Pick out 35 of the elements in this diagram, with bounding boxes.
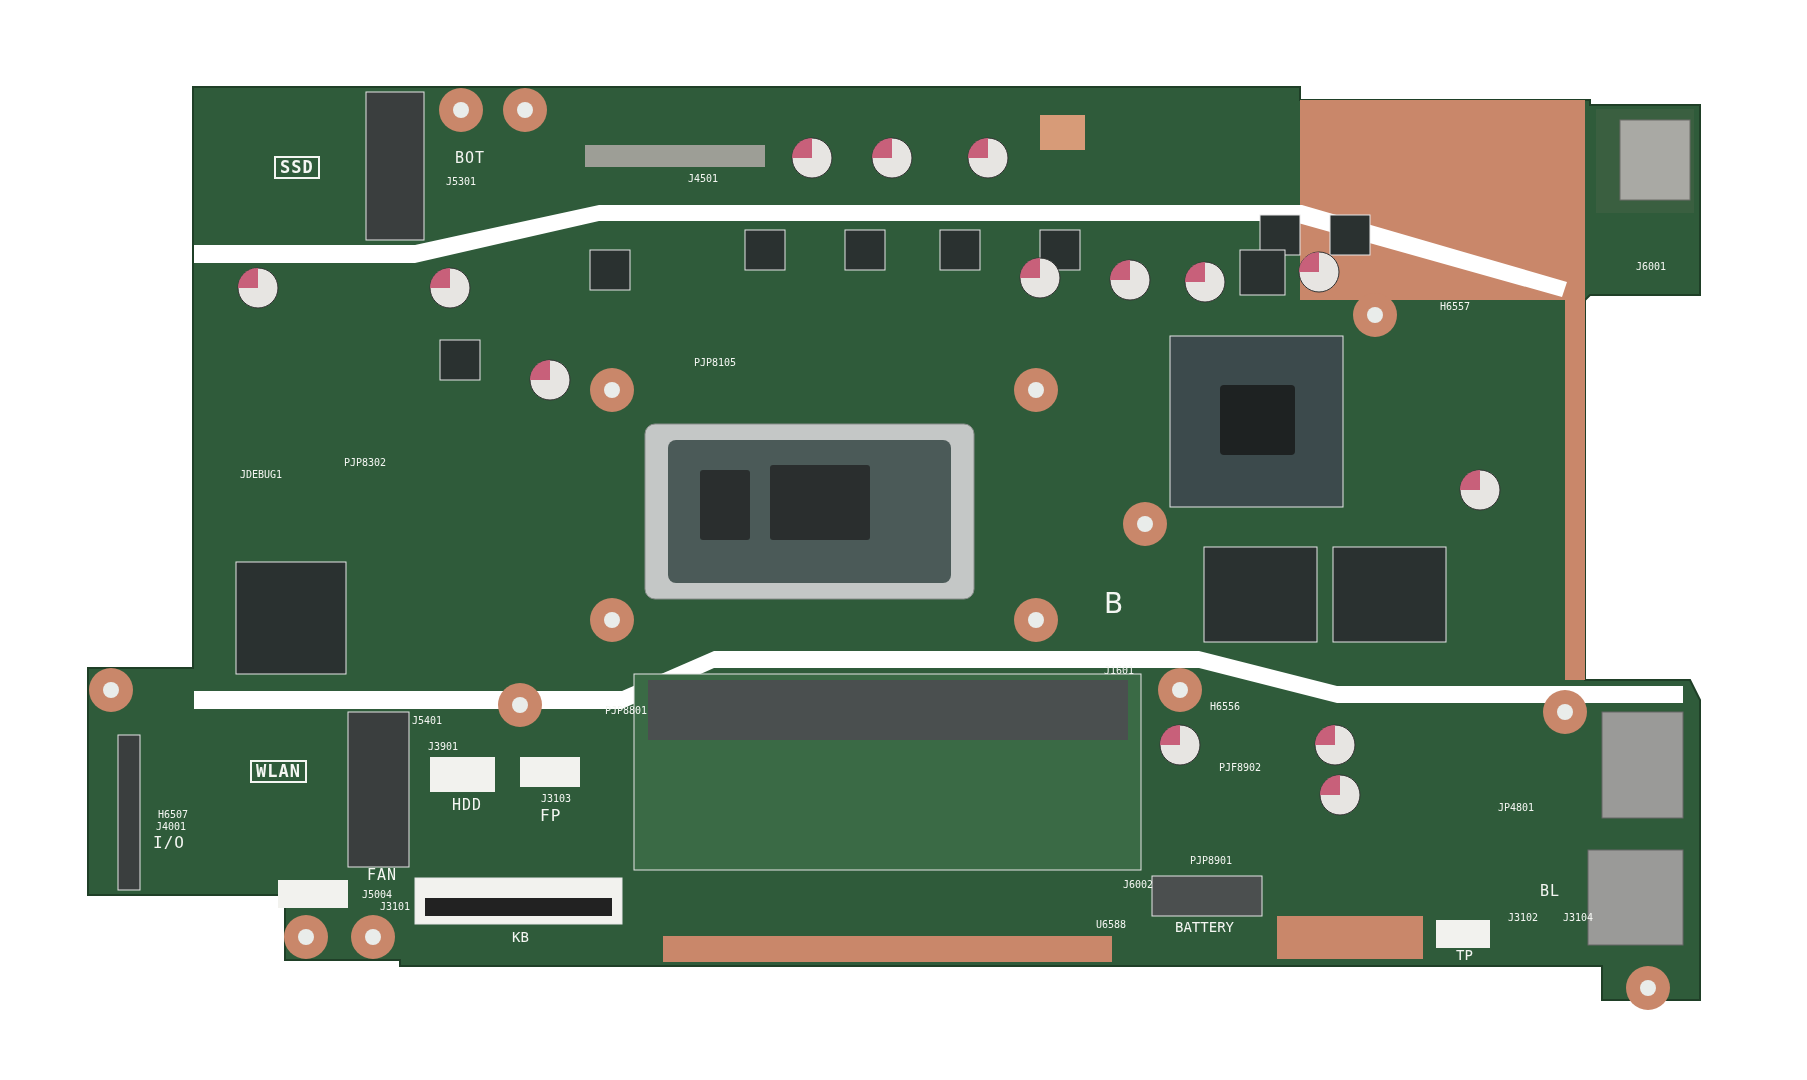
silkscreen-label: J3901 xyxy=(428,742,459,752)
silkscreen-label: BL xyxy=(1540,884,1561,899)
silkscreen-label: H6557 xyxy=(1440,302,1471,312)
silkscreen-label: J4001 xyxy=(156,822,187,832)
silkscreen-label: H6556 xyxy=(1210,702,1241,712)
silkscreen-label: PJP8302 xyxy=(344,458,387,468)
silkscreen-label: FAN xyxy=(367,868,398,883)
silkscreen-label: B xyxy=(1104,590,1125,618)
silkscreen-label: BOT xyxy=(455,151,486,166)
silkscreen-label: H6507 xyxy=(158,810,189,820)
silkscreen-label: I/O xyxy=(153,835,185,851)
silkscreen-label: JP4801 xyxy=(1498,803,1535,813)
silkscreen-label: PJP8105 xyxy=(694,358,737,368)
silkscreen-label: J3103 xyxy=(541,794,572,804)
silkscreen-label: J3104 xyxy=(1563,913,1594,923)
silkscreen-label: U6588 xyxy=(1096,920,1127,930)
silkscreen-label: PJP8901 xyxy=(1190,856,1233,866)
silkscreen-label: BATTERY xyxy=(1175,920,1234,934)
silkscreen-label: HDD xyxy=(452,798,483,813)
silkscreen-label: TP xyxy=(1456,948,1473,962)
silkscreen-label: PJF8902 xyxy=(1219,763,1262,773)
silkscreen-label: J6001 xyxy=(1636,262,1667,272)
silkscreen-label: KB xyxy=(512,930,529,944)
silkscreen-label: JDEBUG1 xyxy=(240,470,283,480)
silkscreen-label: J1601 xyxy=(1104,666,1135,676)
silkscreen-label: J3101 xyxy=(380,902,411,912)
silkscreen-label: SSD xyxy=(274,156,320,179)
silkscreen-label: WLAN xyxy=(250,760,307,783)
silkscreen-label: J5301 xyxy=(446,177,477,187)
silkscreen-label: J5004 xyxy=(362,890,393,900)
silkscreen-label: FP xyxy=(540,808,562,824)
silkscreen-label: J4501 xyxy=(688,174,719,184)
silkscreen-label: J5401 xyxy=(412,716,443,726)
silkscreen-label: J6002 xyxy=(1123,880,1154,890)
silkscreen-label: J3102 xyxy=(1508,913,1539,923)
